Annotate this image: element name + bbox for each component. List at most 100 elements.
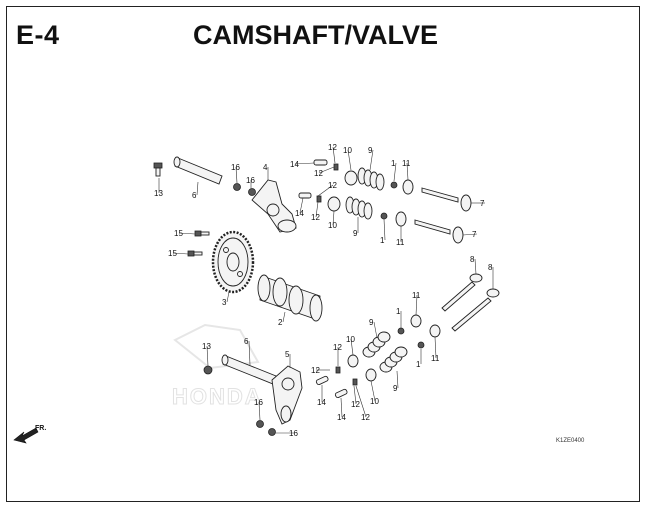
part-callout-c8b: 8 [488, 263, 493, 272]
rocker-arm-lower [271, 365, 303, 425]
leader-line [355, 385, 367, 418]
leader-line [370, 380, 376, 402]
nut [248, 188, 256, 196]
leader-line [415, 294, 418, 316]
leader-line [178, 232, 196, 235]
part-callout-c15a: 15 [174, 229, 183, 238]
leader-line [226, 291, 230, 303]
leader-line [462, 233, 478, 236]
leader-line [332, 146, 336, 164]
part-callout-c8a: 8 [470, 255, 475, 264]
part-callout-c7a: 7 [480, 199, 485, 208]
leader-line [206, 345, 209, 367]
part-callout-c12h: 12 [361, 413, 370, 422]
valve-train-lower-1 [347, 314, 422, 368]
valve-train-upper-1 [313, 159, 472, 212]
part-callout-c12a: 12 [328, 143, 337, 152]
part-callout-c10c: 10 [346, 335, 355, 344]
leader-line [369, 149, 374, 171]
valve-train-upper-2 [298, 192, 464, 244]
part-callout-c10b: 10 [328, 221, 337, 230]
camshaft [257, 274, 323, 322]
part-callout-c12f: 12 [311, 366, 320, 375]
front-direction-arrow: FR. [13, 425, 46, 444]
part-callout-c9a: 9 [368, 146, 373, 155]
part-callout-c13b: 13 [202, 342, 211, 351]
part-callout-c12c: 12 [328, 181, 337, 190]
part-callout-c5: 5 [285, 350, 290, 359]
part-callout-c9b: 9 [353, 229, 358, 238]
leader-line [315, 201, 319, 218]
leader-line [393, 162, 397, 182]
leader-lines [158, 146, 494, 434]
section-code: E-4 [16, 20, 60, 50]
part-callout-c12b: 12 [314, 169, 323, 178]
leader-line [282, 311, 286, 323]
leader-line [350, 338, 354, 356]
part-callout-c16a: 16 [231, 163, 240, 172]
part-callout-c16c: 16 [254, 398, 263, 407]
part-callout-c6a: 6 [192, 191, 197, 200]
leader-line [347, 149, 352, 171]
part-callout-c3: 3 [222, 298, 227, 307]
part-callout-c1c: 1 [396, 307, 401, 316]
part-callout-c12g: 12 [351, 400, 360, 409]
rocker-arm-upper [251, 179, 297, 233]
nut [268, 428, 276, 436]
part-callout-c1d: 1 [416, 360, 421, 369]
part-callout-c11a: 11 [402, 159, 411, 168]
leader-line [406, 162, 409, 181]
leader-line [172, 252, 189, 255]
leader-line [434, 336, 437, 359]
part-callout-c15b: 15 [168, 249, 177, 258]
part-callout-c9d: 9 [393, 384, 398, 393]
part-callout-c11d: 11 [431, 354, 440, 363]
part-callout-c16b: 16 [246, 176, 255, 185]
reference-code: K1ZE0400 [556, 438, 585, 444]
part-callout-c1a: 1 [391, 159, 396, 168]
leader-line [258, 401, 261, 421]
nut [256, 420, 264, 428]
part-callout-c13a: 13 [154, 189, 163, 198]
valves-lower [441, 273, 500, 332]
leader-line [396, 370, 399, 389]
leader-line [294, 162, 315, 165]
part-callout-c10a: 10 [343, 146, 352, 155]
part-callout-c6b: 6 [244, 337, 249, 346]
rocker-arm-shaft-upper [173, 156, 223, 185]
leader-line [299, 197, 304, 214]
leader-line [474, 258, 477, 275]
part-callout-c10d: 10 [370, 397, 379, 406]
leader-line [332, 210, 335, 226]
leader-line [318, 166, 335, 174]
leader-line [383, 218, 386, 241]
valve-train-lower-2 [365, 324, 441, 382]
part-callout-c1b: 1 [380, 236, 385, 245]
rocker-arm-shaft-lower [221, 354, 277, 385]
part-callout-c7b: 7 [472, 230, 477, 239]
cam-sprocket [211, 230, 255, 294]
part-callout-c9c: 9 [369, 318, 374, 327]
part-callout-c11c: 11 [412, 291, 421, 300]
honda-watermark: HONDA [172, 323, 263, 410]
page-title: CAMSHAFT/VALVE [193, 20, 438, 50]
leader-line [373, 321, 378, 339]
watermark-text: HONDA [172, 384, 263, 409]
sprocket-bolts [187, 230, 210, 257]
part-callout-c4: 4 [263, 163, 268, 172]
leader-line [235, 166, 238, 184]
part-callout-c11b: 11 [396, 238, 405, 247]
leader-line [353, 385, 357, 405]
direction-label: FR. [35, 425, 46, 432]
nut [233, 183, 241, 191]
leader-line [248, 340, 251, 366]
bolt-lower [203, 365, 213, 375]
part-callout-c14c: 14 [317, 398, 326, 407]
part-callout-c14d: 14 [337, 413, 346, 422]
leader-line [340, 397, 343, 418]
part-callout-c12d: 12 [311, 213, 320, 222]
part-callout-c2: 2 [278, 318, 283, 327]
part-callout-c16d: 16 [289, 429, 298, 438]
